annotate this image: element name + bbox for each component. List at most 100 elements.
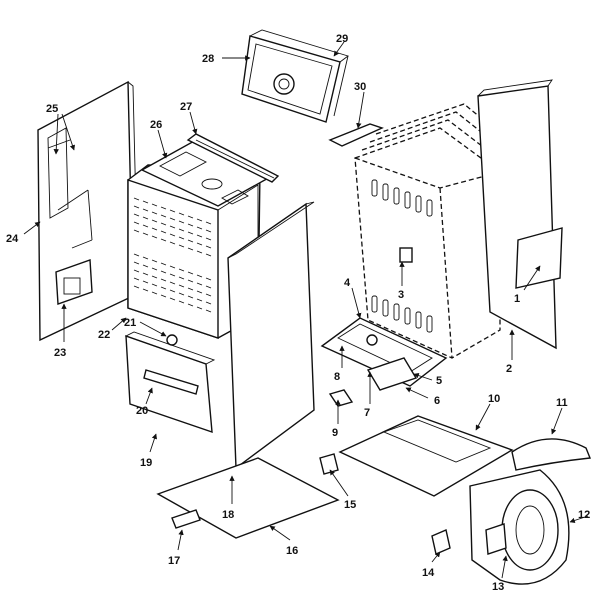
louver-slot [169, 273, 176, 277]
label-7: 7 [364, 407, 370, 419]
louver-slot [160, 286, 167, 290]
louver-slot [142, 224, 149, 228]
exchanger-slot [404, 307, 411, 325]
louver-slot [205, 237, 212, 241]
blower-plate [511, 438, 591, 471]
louver-slot [151, 267, 158, 271]
clip-part [319, 453, 339, 475]
louver-slot [205, 245, 212, 249]
louver-slot [196, 218, 203, 222]
side-panel [227, 201, 315, 470]
louver-slot [205, 285, 212, 289]
louver-slot [142, 200, 149, 204]
louver-slot [187, 239, 194, 243]
louver-slot [196, 242, 203, 246]
louver-slot [196, 306, 203, 310]
louver-slot [187, 271, 194, 275]
louver-slot [142, 216, 149, 220]
louver-slot [160, 206, 167, 210]
louver-slot [151, 211, 158, 215]
exchanger-slot [404, 191, 411, 209]
louver-slot [205, 309, 212, 313]
filter-tray [338, 415, 514, 497]
louver-slot [205, 293, 212, 297]
louver-slot [133, 285, 140, 289]
louver-slot [187, 215, 194, 219]
louver-slot [142, 232, 149, 236]
label-21: 21 [124, 317, 136, 329]
louver-slot [169, 225, 176, 229]
label-13: 13 [492, 581, 504, 593]
leader-lines [23, 41, 589, 579]
louver-slot [142, 272, 149, 276]
louver-slot [205, 277, 212, 281]
label-2: 2 [506, 363, 512, 375]
label-11: 11 [556, 397, 568, 409]
louver-slot [160, 230, 167, 234]
label-23: 23 [54, 347, 66, 359]
valve-part [328, 389, 354, 407]
louver-slot [133, 197, 140, 201]
louver-slot [196, 274, 203, 278]
label-6: 6 [434, 395, 440, 407]
louver-slot [151, 283, 158, 287]
louver-slot [133, 221, 140, 225]
louver-slot [142, 208, 149, 212]
louver-slot [151, 219, 158, 223]
burner-assembly [320, 317, 448, 391]
louver-slot [196, 298, 203, 302]
label-17: 17 [168, 555, 180, 567]
exchanger-slot [415, 311, 422, 329]
exchanger-slot [426, 199, 433, 217]
louver-slot [133, 253, 140, 257]
louver-slot [160, 262, 167, 266]
label-27: 27 [180, 101, 192, 113]
louver-slot [169, 289, 176, 293]
small-square-part [431, 529, 451, 555]
louver-slot [187, 247, 194, 251]
louver-slot [169, 217, 176, 221]
louver-slot [133, 213, 140, 217]
louver-slot [142, 280, 149, 284]
louver-slot [151, 291, 158, 295]
label-3: 3 [398, 289, 404, 301]
louver-slot [205, 301, 212, 305]
lower-door [124, 331, 216, 434]
louver-slot [178, 212, 185, 216]
louver-slot [178, 276, 185, 280]
label-26: 26 [150, 119, 162, 131]
label-8: 8 [334, 371, 340, 383]
louver-slot [160, 270, 167, 274]
label-24: 24 [6, 233, 19, 245]
label-12: 12 [578, 509, 590, 521]
louver-slot [151, 259, 158, 263]
small-plate [328, 123, 384, 147]
louver-slot [196, 234, 203, 238]
base-panel [156, 457, 340, 539]
label-18: 18 [222, 509, 234, 521]
label-30: 30 [354, 81, 366, 93]
label-22: 22 [98, 329, 110, 341]
louver-slot [205, 221, 212, 225]
exchanger-slot [415, 195, 422, 213]
louver-slot [160, 294, 167, 298]
exchanger-slot [371, 179, 378, 197]
louver-slot [187, 231, 194, 235]
rear-panel [477, 79, 563, 350]
exchanger-slot [393, 187, 400, 205]
label-25: 25 [46, 103, 58, 115]
louver-slot [133, 277, 140, 281]
label-14: 14 [422, 567, 435, 579]
louver-slot [151, 227, 158, 231]
louver-slot [169, 241, 176, 245]
exchanger-slot [426, 315, 433, 333]
louver-slot [205, 253, 212, 257]
louver-slot [178, 220, 185, 224]
louver-slot [187, 287, 194, 291]
louver-slot [133, 205, 140, 209]
exchanger-slot [382, 299, 389, 317]
louver-slot [205, 229, 212, 233]
left-side-panel [37, 80, 139, 342]
label-4: 4 [344, 277, 351, 289]
louver-slot [187, 295, 194, 299]
